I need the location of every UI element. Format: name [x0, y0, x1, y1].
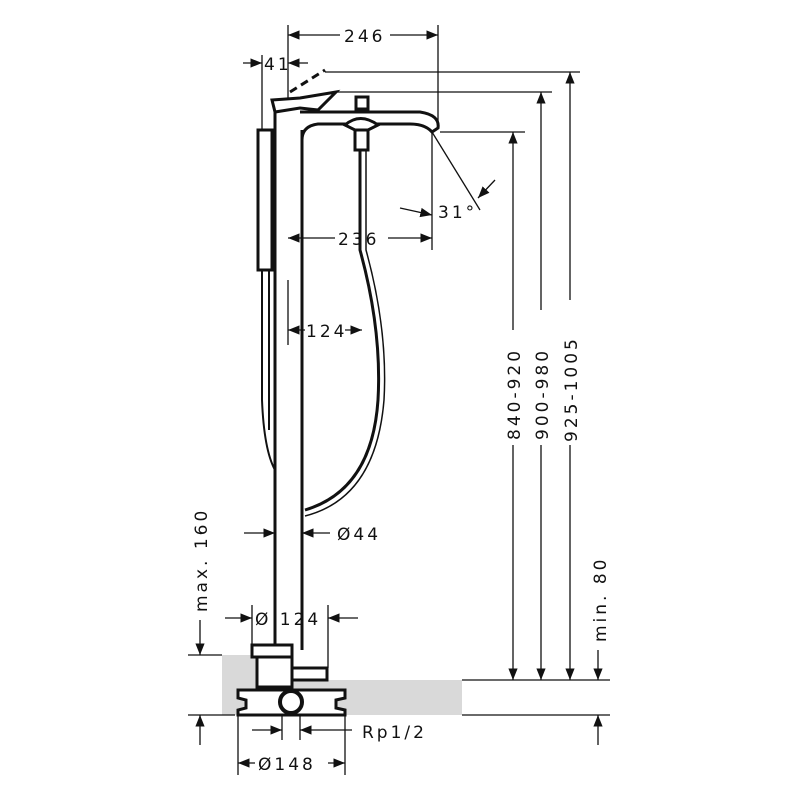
dim-min-80: min. 80 [591, 557, 611, 643]
dim-236: 236 [338, 230, 379, 250]
dim-900-980: 900-980 [533, 348, 553, 440]
dim-rp-1-2: Rp1/2 [362, 723, 427, 743]
dim-124: 124 [306, 322, 347, 342]
dim-diameter-124: Ø 124 [255, 610, 321, 630]
mixer-body [236, 68, 440, 717]
dim-840-920: 840-920 [505, 348, 525, 440]
dim-41: 41 [264, 55, 292, 75]
dim-246: 246 [344, 27, 385, 47]
dim-31-deg: 31° [438, 203, 477, 223]
dim-max-160: max. 160 [192, 508, 212, 612]
dim-925-1005: 925-1005 [562, 336, 582, 442]
dim-diameter-148: Ø148 [258, 755, 316, 775]
dim-diameter-44: Ø44 [337, 525, 381, 545]
dimension-lines [195, 25, 603, 775]
